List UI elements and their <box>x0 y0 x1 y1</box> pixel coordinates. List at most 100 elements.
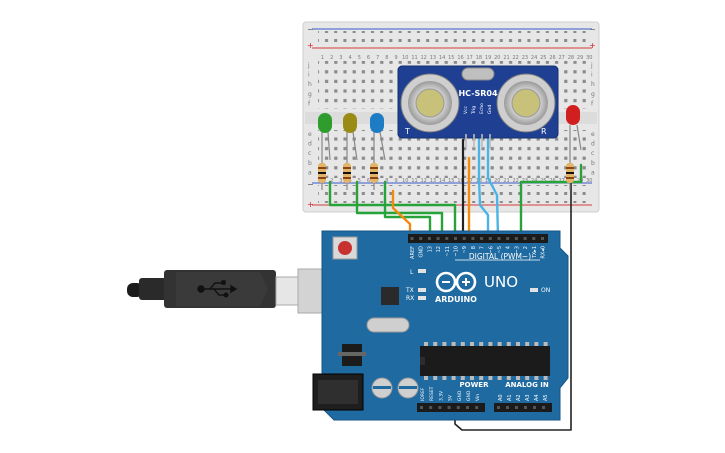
header-hole[interactable] <box>524 406 527 409</box>
resistor-3[interactable] <box>370 155 378 190</box>
yellow-led[interactable] <box>343 113 358 161</box>
header-hole[interactable] <box>427 237 431 240</box>
digital-pin-label: GND <box>419 246 425 258</box>
column-number: 25 <box>540 55 546 61</box>
row-letter: j <box>590 62 593 69</box>
row-letter: h <box>308 81 312 88</box>
header-hole[interactable] <box>445 237 449 240</box>
row-letter: d <box>591 141 595 148</box>
header-hole[interactable] <box>471 237 475 240</box>
column-number: 4 <box>349 55 352 61</box>
column-number: 10 <box>402 55 408 61</box>
header-hole[interactable] <box>515 406 518 409</box>
header-hole[interactable] <box>541 237 544 240</box>
header-hole[interactable] <box>419 237 423 240</box>
usb-cable[interactable] <box>127 268 343 314</box>
column-number: 12 <box>421 178 427 184</box>
header-hole[interactable] <box>542 406 545 409</box>
header-hole[interactable] <box>410 237 414 240</box>
column-number: 1 <box>321 55 324 61</box>
column-number: 9 <box>395 178 398 184</box>
header-hole[interactable] <box>438 406 442 409</box>
chip-pin <box>424 376 428 380</box>
header-hole[interactable] <box>506 406 509 409</box>
analog-pin-label: A2 <box>516 394 522 401</box>
row-letter: i <box>591 72 593 79</box>
wire-green-3[interactable] <box>383 180 432 240</box>
analog-pin-label: A5 <box>543 394 549 401</box>
wire-blue-2[interactable] <box>486 133 500 240</box>
header-hole[interactable] <box>429 406 433 409</box>
column-number: 22 <box>513 55 519 61</box>
header-hole[interactable] <box>488 237 492 240</box>
rail-minus-label: − <box>307 25 314 34</box>
l-led-label: L <box>410 269 414 276</box>
digital-pin-label: 13 <box>427 246 433 252</box>
row-letter: h <box>591 81 595 88</box>
on-led <box>530 288 538 292</box>
header-hole[interactable] <box>454 237 457 240</box>
green-led[interactable] <box>318 113 332 161</box>
header-hole[interactable] <box>497 237 501 240</box>
digital-pin-label: RX◂0 <box>541 246 547 259</box>
column-number: 20 <box>494 178 500 184</box>
digital-pin-label: 2 <box>523 246 529 249</box>
led-body <box>343 113 357 133</box>
resistor-2[interactable] <box>343 155 351 190</box>
column-number: 15 <box>448 178 454 184</box>
digital-pin-label: ~5 <box>497 246 503 253</box>
resistor-4[interactable] <box>566 155 574 190</box>
power-header <box>417 403 485 412</box>
resistor-1[interactable] <box>318 155 326 190</box>
wire-blue-1[interactable] <box>477 133 490 240</box>
header-hole[interactable] <box>420 406 423 409</box>
header-hole[interactable] <box>532 237 536 240</box>
digital-pin-label: ~11 <box>445 246 451 257</box>
power-pin-label: IOREF <box>420 387 426 401</box>
resistors <box>318 155 574 190</box>
column-number: 19 <box>485 55 491 61</box>
sensor-model: HC-SR04 <box>458 89 498 98</box>
digital-label: DIGITAL (PWM~) <box>469 252 531 261</box>
sensor-pin-label: Trig <box>471 106 477 115</box>
header-hole[interactable] <box>523 237 527 240</box>
blue-led[interactable] <box>370 113 386 161</box>
red-led[interactable] <box>566 105 582 155</box>
column-number: 8 <box>385 178 388 184</box>
header-hole[interactable] <box>456 406 460 409</box>
header-hole[interactable] <box>475 406 479 409</box>
header-hole[interactable] <box>436 237 440 240</box>
chip-pin <box>479 342 484 346</box>
column-number: 5 <box>358 178 361 184</box>
header-hole[interactable] <box>514 237 518 240</box>
column-number: 26 <box>549 55 555 61</box>
chip-pin <box>525 376 530 380</box>
column-number: 30 <box>586 178 592 184</box>
sensor-t-mark: T <box>404 127 410 136</box>
header-hole[interactable] <box>447 406 451 409</box>
header-hole[interactable] <box>466 406 469 409</box>
chip-pin <box>451 342 456 346</box>
row-letter: c <box>308 150 311 157</box>
sensor-pin-label: Echo <box>479 103 485 114</box>
digital-pin-label: ~9 <box>462 246 468 253</box>
chip-pin <box>460 376 465 380</box>
header-hole[interactable] <box>533 406 536 409</box>
column-number: 22 <box>513 178 519 184</box>
digital-pin-label: 7 <box>480 246 486 249</box>
row-letter: c <box>591 150 594 157</box>
header-hole[interactable] <box>462 237 466 240</box>
wire-green-4[interactable] <box>519 163 583 240</box>
arduino-model: UNO <box>484 273 518 291</box>
column-number: 19 <box>485 178 491 184</box>
header-hole[interactable] <box>497 406 500 409</box>
header-hole[interactable] <box>506 237 510 240</box>
header-hole[interactable] <box>480 237 484 240</box>
leds <box>318 105 582 161</box>
chip-pin <box>460 342 465 346</box>
column-number: 27 <box>559 55 565 61</box>
column-number: 3 <box>339 55 342 61</box>
sensor-pin-label: Gnd <box>487 105 493 114</box>
